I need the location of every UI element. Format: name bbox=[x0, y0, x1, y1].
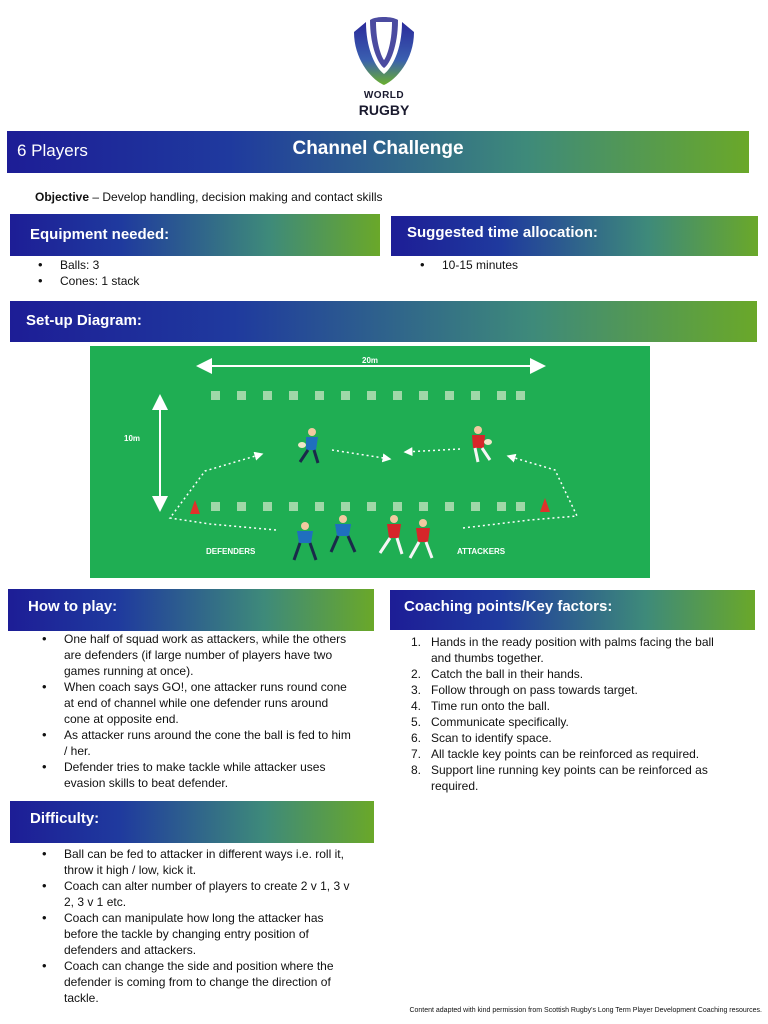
list-item: 2.Catch the ball in their hands. bbox=[411, 667, 584, 681]
coaching-points-heading: Coaching points/Key factors: bbox=[404, 598, 613, 615]
footer-credit: Content adapted with kind permission fro… bbox=[409, 1007, 762, 1014]
list-item: 5.Communicate specifically. bbox=[411, 715, 569, 729]
cone-left-icon bbox=[190, 500, 200, 514]
attackers-label: ATTACKERS bbox=[457, 547, 506, 556]
list-item: Defender tries to make tackle while atta… bbox=[36, 759, 354, 791]
list-item: When coach says GO!, one attacker runs r… bbox=[36, 679, 354, 727]
how-to-play-list: One half of squad work as attackers, whi… bbox=[36, 631, 354, 791]
equipment-list: Balls: 3 Cones: 1 stack bbox=[32, 257, 372, 289]
list-item: Ball can be fed to attacker in different… bbox=[36, 846, 354, 878]
difficulty-heading-bar: Difficulty: bbox=[10, 801, 374, 843]
list-item: Balls: 3 bbox=[32, 257, 372, 273]
depth-label: 10m bbox=[124, 434, 140, 443]
attacker-player-icon bbox=[378, 515, 404, 555]
list-item: Coach can change the side and position w… bbox=[36, 958, 354, 1006]
time-list: 10-15 minutes bbox=[414, 257, 754, 273]
ball-path-left bbox=[403, 447, 461, 457]
list-item: 10-15 minutes bbox=[414, 257, 754, 273]
setup-heading: Set-up Diagram: bbox=[26, 312, 142, 329]
equipment-heading-bar: Equipment needed: bbox=[10, 214, 380, 256]
width-label: 20m bbox=[362, 356, 378, 365]
attacker-run-path bbox=[462, 453, 579, 529]
list-item: 7.All tackle key points can be reinforce… bbox=[411, 747, 700, 761]
world-rugby-logo: WORLD RUGBY bbox=[342, 10, 426, 118]
list-item: 4.Time run onto the ball. bbox=[411, 699, 550, 713]
ball-path-right bbox=[331, 449, 392, 463]
page-title: Channel Challenge bbox=[292, 138, 464, 159]
list-item: 6.Scan to identify space. bbox=[411, 731, 552, 745]
setup-diagram: 20m 10m DEFENDERS ATTACKERS bbox=[90, 346, 650, 578]
time-heading: Suggested time allocation: bbox=[407, 224, 598, 241]
defenders-label: DEFENDERS bbox=[206, 547, 256, 556]
time-heading-bar: Suggested time allocation: bbox=[391, 216, 758, 256]
pitch-drawing: 20m 10m DEFENDERS ATTACKERS bbox=[124, 356, 579, 561]
player-count: 6 Players bbox=[17, 141, 88, 160]
setup-heading-bar: Set-up Diagram: bbox=[10, 301, 757, 342]
list-item: One half of squad work as attackers, whi… bbox=[36, 631, 354, 679]
how-to-play-heading-bar: How to play: bbox=[8, 589, 374, 631]
list-item: Coach can manipulate how long the attack… bbox=[36, 910, 354, 958]
rugby-ball-logo-icon bbox=[354, 17, 414, 85]
defender-run-path bbox=[168, 451, 277, 531]
cone-right-icon bbox=[540, 498, 550, 512]
bottom-marker-row bbox=[211, 502, 525, 511]
difficulty-heading: Difficulty: bbox=[30, 810, 100, 827]
top-marker-row bbox=[211, 391, 525, 400]
attacker-player-icon bbox=[408, 519, 434, 559]
coaching-points-heading-bar: Coaching points/Key factors: bbox=[390, 590, 755, 630]
list-item: 8.Support line running key points can be… bbox=[411, 763, 708, 793]
defender-player-icon bbox=[292, 522, 318, 561]
list-item: 1.Hands in the ready position with palms… bbox=[411, 635, 714, 665]
coaching-points-list: 1.Hands in the ready position with palms… bbox=[411, 634, 731, 794]
list-item: As attacker runs around the cone the bal… bbox=[36, 727, 354, 759]
difficulty-list: Ball can be fed to attacker in different… bbox=[36, 846, 354, 1006]
how-to-play-heading: How to play: bbox=[28, 598, 118, 615]
logo-word-world: WORLD bbox=[363, 90, 405, 101]
list-item: Coach can alter number of players to cre… bbox=[36, 878, 354, 910]
defender-player-icon bbox=[329, 515, 357, 553]
logo-word-rugby: RUGBY bbox=[358, 102, 410, 118]
objective-text: – Develop handling, decision making and … bbox=[89, 190, 383, 204]
title-bar: 6 Players Channel Challenge bbox=[7, 131, 749, 173]
defender-running-icon bbox=[298, 428, 320, 464]
list-item: Cones: 1 stack bbox=[32, 273, 372, 289]
attacker-running-icon bbox=[472, 426, 492, 463]
equipment-heading: Equipment needed: bbox=[30, 226, 170, 243]
objective: Objective – Develop handling, decision m… bbox=[35, 189, 383, 205]
list-item: 3.Follow through on pass towards target. bbox=[411, 683, 638, 697]
objective-label: Objective bbox=[35, 190, 90, 204]
